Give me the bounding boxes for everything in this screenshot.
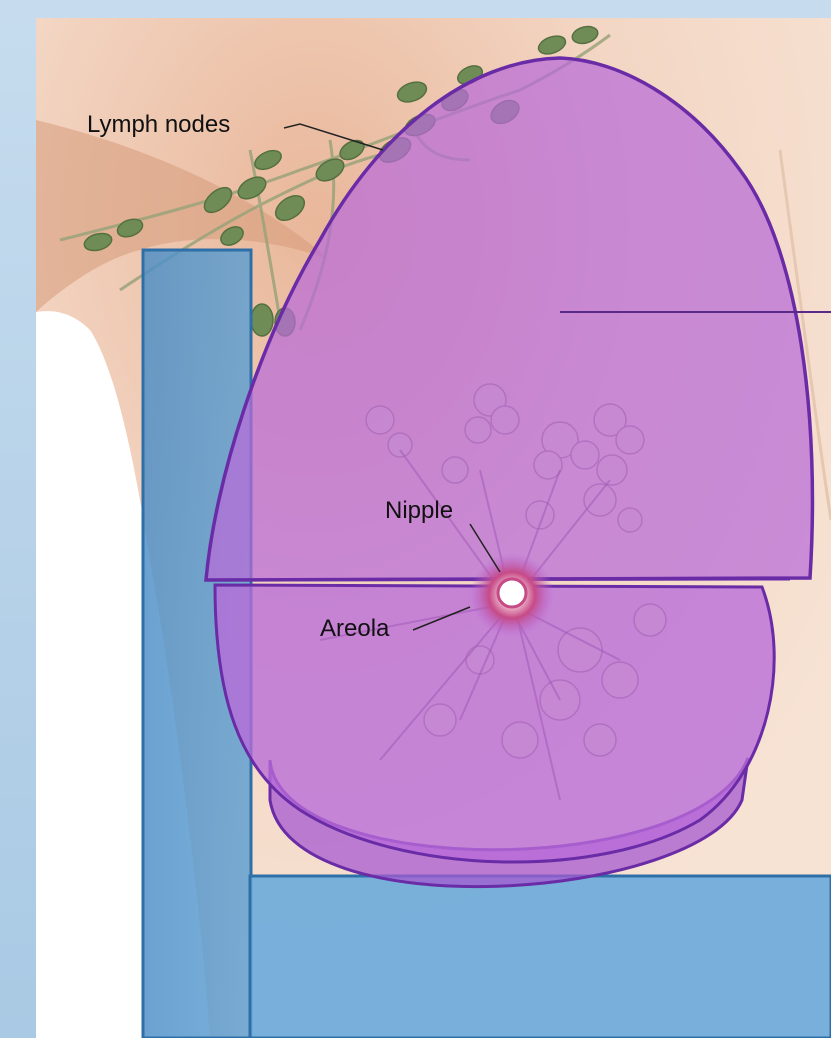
nipple-label: Nipple: [385, 497, 453, 524]
bottom-platform: [250, 876, 831, 1038]
lymph-nodes-label: Lymph nodes: [87, 111, 230, 138]
lymph-node: [251, 304, 273, 336]
areola-label: Areola: [320, 615, 390, 642]
nipple-shape: [498, 579, 526, 607]
